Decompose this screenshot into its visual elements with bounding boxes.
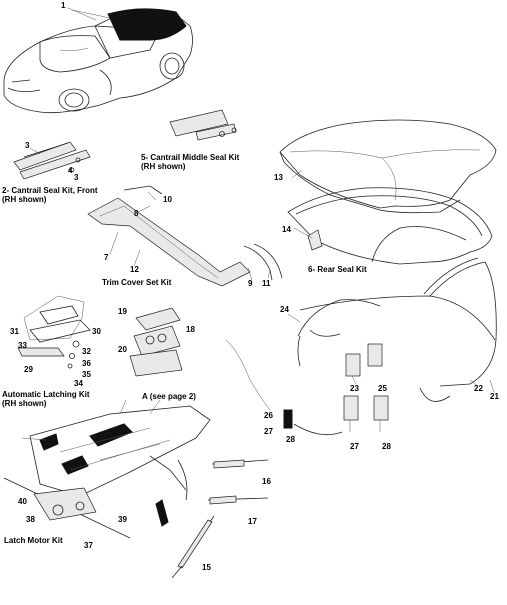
part-number-28-right: 28	[382, 442, 391, 451]
caption-cantrail-seal-middle: 5- Cantrail Middle Seal Kit (RH shown)	[141, 153, 239, 171]
actuator-detail-artwork	[225, 339, 343, 436]
caption-cantrail-seal-front-line1: 2- Cantrail Seal Kit, Front	[2, 186, 98, 195]
part-number-24: 24	[280, 305, 289, 314]
part-number-17: 17	[248, 517, 257, 526]
part-number-14: 14	[282, 225, 291, 234]
caption-cantrail-seal-middle-line2: (RH shown)	[141, 162, 186, 172]
part-number-27-left: 27	[264, 427, 273, 436]
part-number-1: 1	[61, 1, 66, 10]
part-number-25: 25	[378, 384, 387, 393]
part-number-3-front: 3	[25, 141, 30, 150]
caption-automatic-latching-kit-line2: (RH shown)	[2, 399, 47, 409]
rear-seal-frame-artwork	[287, 187, 493, 265]
part-number-26: 26	[264, 411, 273, 420]
part-number-12: 12	[130, 265, 139, 274]
latching-mechanism-artwork	[29, 405, 211, 527]
latch-bracket-artwork	[17, 295, 91, 369]
latch-motor-artwork	[3, 477, 131, 539]
part-number-21: 21	[490, 392, 499, 401]
part-number-4: 4	[68, 166, 73, 175]
connectors-artwork	[343, 343, 389, 432]
part-number-8: 8	[134, 209, 139, 218]
part-number-13: 13	[274, 173, 283, 182]
caption-trim-cover-set-kit: Trim Cover Set Kit	[102, 278, 172, 287]
motor-module-artwork	[129, 307, 183, 377]
part-number-7: 7	[104, 253, 109, 262]
strut-15-artwork	[171, 515, 215, 579]
part-number-9: 9	[248, 279, 253, 288]
part-number-16: 16	[262, 477, 271, 486]
caption-cantrail-seal-front: 2- Cantrail Seal Kit, Front (RH shown)	[2, 186, 98, 204]
car-illustration	[3, 8, 193, 114]
part-number-23: 23	[350, 384, 359, 393]
cantrail-seal-middle-artwork	[169, 109, 237, 141]
part-number-35: 35	[82, 370, 91, 379]
tonneau-cover-artwork	[279, 119, 497, 214]
rear-seal-strip-artwork	[299, 257, 497, 402]
part-number-27-right: 27	[350, 442, 359, 451]
part-number-31: 31	[10, 327, 19, 336]
part-number-40: 40	[18, 497, 27, 506]
caption-automatic-latching-kit: Automatic Latching Kit (RH shown)	[2, 390, 90, 408]
cantrail-seal-front-artwork	[13, 141, 91, 180]
part-number-36: 36	[82, 359, 91, 368]
part-number-20: 20	[118, 345, 127, 354]
part-number-34: 34	[74, 379, 83, 388]
part-number-3-clip: 3	[74, 173, 79, 182]
part-number-39: 39	[118, 515, 127, 524]
caption-cantrail-seal-middle-line1: 5- Cantrail Middle Seal Kit	[141, 153, 240, 162]
part-number-11: 11	[262, 279, 271, 288]
trim-cover-frame-artwork	[87, 185, 283, 287]
gas-struts-artwork	[207, 459, 269, 505]
part-number-22: 22	[474, 384, 483, 393]
harness-cable-artwork	[297, 299, 381, 367]
caption-see-page-2: A (see page 2)	[142, 392, 196, 401]
part-number-28-left: 28	[286, 435, 295, 444]
part-number-38: 38	[26, 515, 35, 524]
caption-latch-motor-kit: Latch Motor Kit	[4, 536, 63, 545]
part-number-30: 30	[92, 327, 101, 336]
part-number-15: 15	[202, 563, 211, 572]
part-number-18: 18	[186, 325, 195, 334]
leader-lines	[21, 7, 495, 441]
part-number-10: 10	[163, 195, 172, 204]
caption-cantrail-seal-front-line2: (RH shown)	[2, 195, 47, 205]
caption-rear-seal-kit: 6- Rear Seal Kit	[308, 265, 367, 274]
part-number-32: 32	[82, 347, 91, 356]
caption-automatic-latching-kit-line1: Automatic Latching Kit	[2, 390, 90, 399]
part-number-29: 29	[24, 365, 33, 374]
part-number-33: 33	[18, 341, 27, 350]
part-number-37: 37	[84, 541, 93, 550]
part-number-19: 19	[118, 307, 127, 316]
